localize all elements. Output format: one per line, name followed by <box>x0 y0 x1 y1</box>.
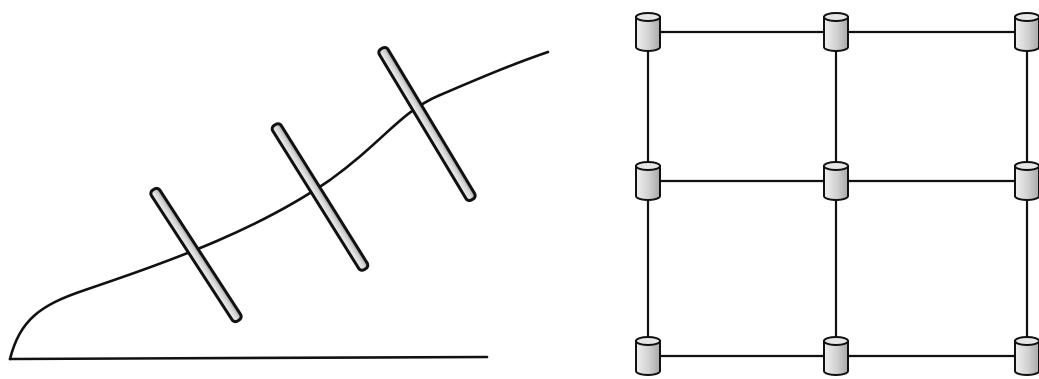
cylinder-node-icon <box>635 161 661 201</box>
ground-line <box>8 355 489 361</box>
cylinder-node-icon <box>1014 12 1039 52</box>
grid-edges <box>646 30 1029 358</box>
cylinder-node-icon <box>823 336 849 376</box>
cylinder-node-icon <box>823 12 849 52</box>
cylinder-node-icon <box>1014 161 1039 201</box>
grid-nodes <box>635 12 1039 376</box>
cylinder-node-icon <box>635 12 661 52</box>
cylinder-node-icon <box>1014 336 1039 376</box>
pillar <box>149 186 243 324</box>
cylinder-node-icon <box>823 161 849 201</box>
pillar <box>377 45 477 203</box>
pillar <box>270 122 370 272</box>
terrain-curve <box>8 50 550 361</box>
left-panel <box>8 45 550 361</box>
right-panel <box>635 12 1039 376</box>
cylinder-node-icon <box>635 336 661 376</box>
